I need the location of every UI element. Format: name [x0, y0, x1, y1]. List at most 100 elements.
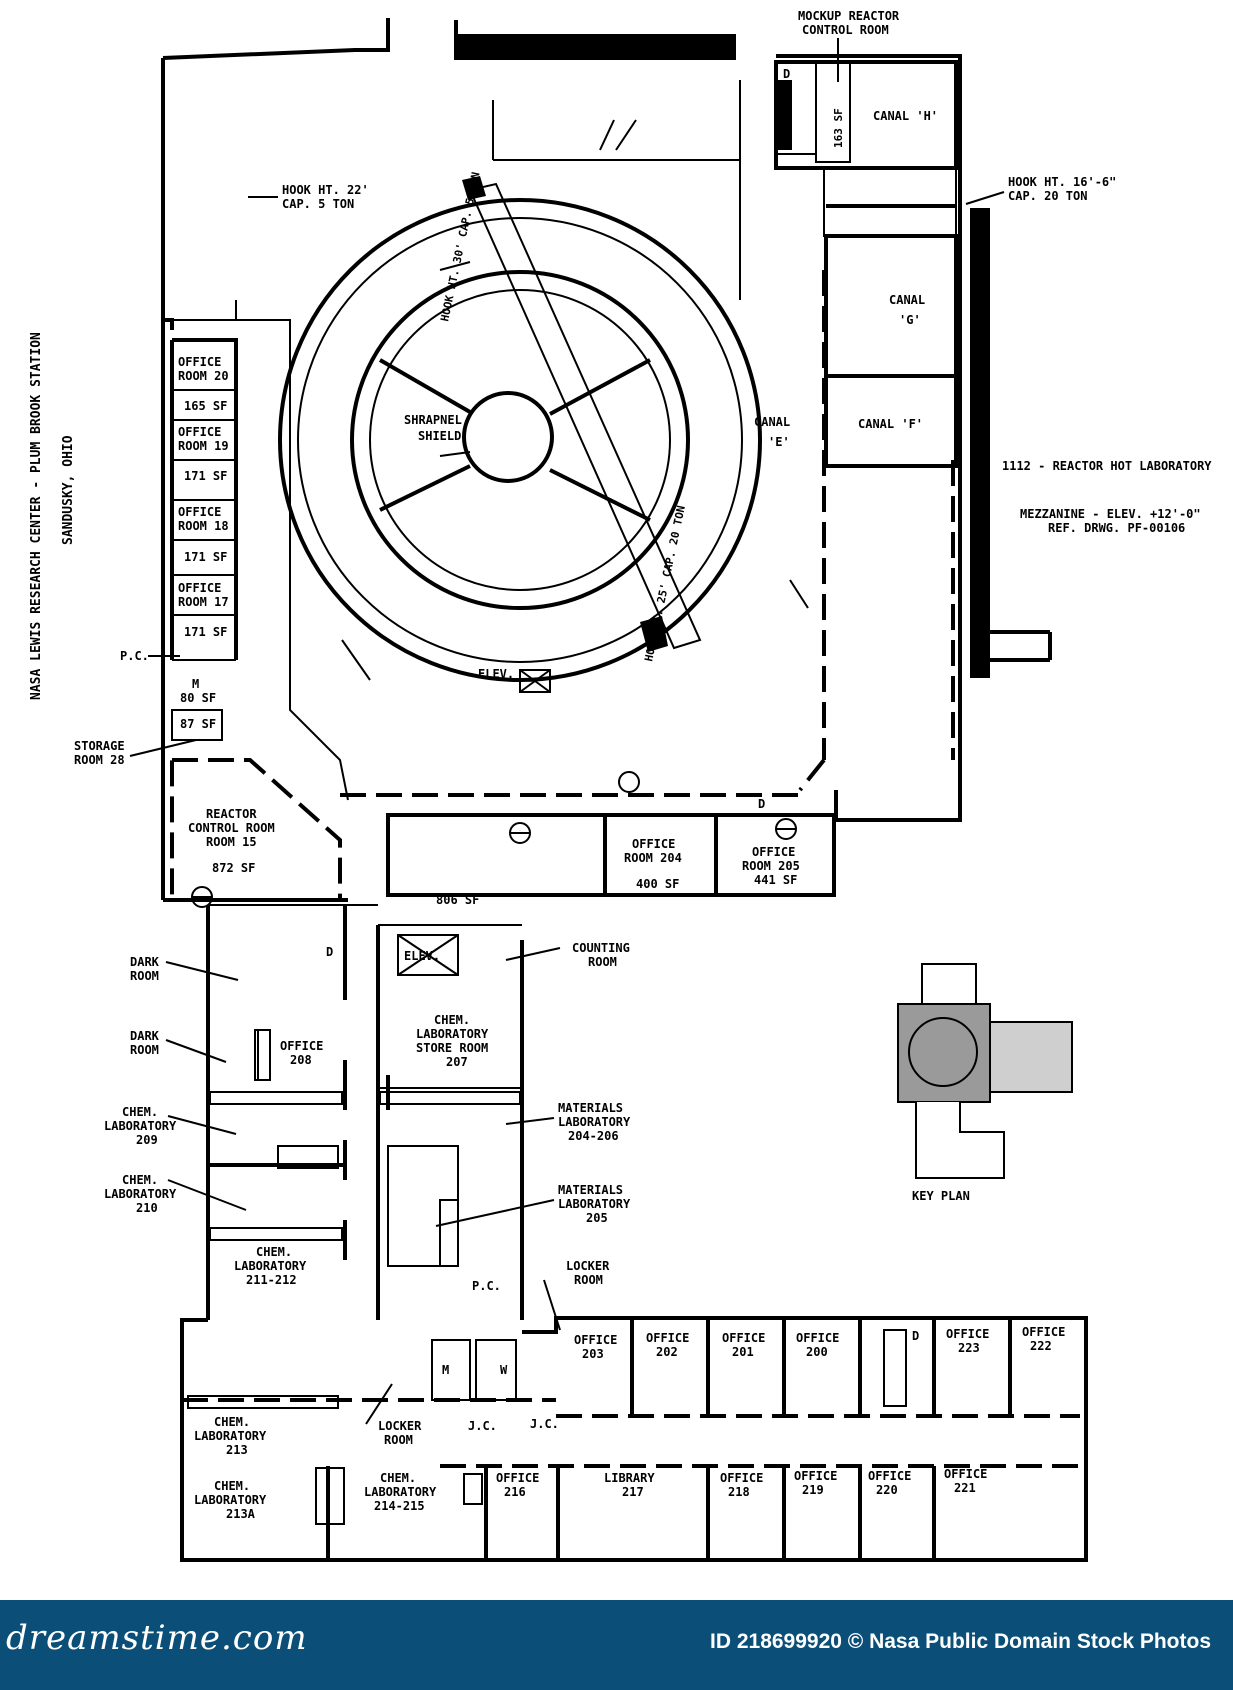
chem213-a: CHEM.: [214, 1415, 250, 1429]
office18-a: OFFICE: [178, 505, 221, 519]
storage-b: ROOM 28: [74, 753, 125, 767]
office221-a: OFFICE: [944, 1467, 987, 1481]
office205-sf: 441 SF: [754, 873, 797, 887]
elev2: ELEV.: [404, 949, 440, 963]
library-b: 217: [622, 1485, 644, 1499]
mockup-sf: 163 SF: [832, 108, 845, 148]
floor-plan: NASA LEWIS RESEARCH CENTER - PLUM BROOK …: [29, 9, 1212, 1562]
office18-b: ROOM 18: [178, 519, 229, 533]
chem213a-c: 213A: [226, 1507, 256, 1521]
side-title: NASA LEWIS RESEARCH CENTER - PLUM BROOK …: [29, 332, 76, 700]
footer-credit: ID 218699920 © Nasa Public Domain Stock …: [710, 1630, 1211, 1653]
dark1-a: DARK: [130, 955, 160, 969]
office17-a: OFFICE: [178, 581, 221, 595]
mat204-c: 204-206: [568, 1129, 619, 1143]
canal-h-label: CANAL 'H': [873, 109, 938, 123]
d1: D: [758, 797, 765, 811]
reactor-pool: HOOK HT. 30' CAP. 5 TON HOOK HT. 25' CAP…: [278, 119, 809, 693]
shrapnel-label-b: SHIELD: [418, 429, 461, 443]
mezz-a: MEZZANINE - ELEV. +12'-0": [1020, 507, 1201, 521]
mat205-a: MATERIALS: [558, 1183, 623, 1197]
d2: D: [783, 67, 790, 81]
office219-b: 219: [802, 1483, 824, 1497]
office205-a: OFFICE: [752, 845, 795, 859]
office19-a: OFFICE: [178, 425, 221, 439]
office20-a: OFFICE: [178, 355, 221, 369]
office19-b: ROOM 19: [178, 439, 229, 453]
dark1-b: ROOM: [130, 969, 159, 983]
west-offices: OFFICE ROOM 20 165 SF OFFICE ROOM 19 171…: [74, 338, 238, 767]
key-plan: KEY PLAN: [897, 963, 1073, 1203]
side-title-line1: NASA LEWIS RESEARCH CENTER - PLUM BROOK …: [29, 332, 44, 700]
pc2: P.C.: [472, 1279, 501, 1293]
mat204-a: MATERIALS: [558, 1101, 623, 1115]
office204-b: ROOM 204: [624, 851, 682, 865]
canal-g-label-a: CANAL: [889, 293, 925, 307]
chem214-c: 214-215: [374, 1499, 425, 1513]
office204-a: OFFICE: [632, 837, 675, 851]
office200-a: OFFICE: [796, 1331, 839, 1345]
sf806: 806 SF: [436, 893, 479, 907]
chem213-c: 213: [226, 1443, 248, 1457]
d4: D: [912, 1329, 919, 1343]
office203-a: OFFICE: [574, 1333, 617, 1347]
counting-b: ROOM: [588, 955, 617, 969]
mat205-b: LABORATORY: [558, 1197, 631, 1211]
office203-b: 203: [582, 1347, 604, 1361]
chem209-a: CHEM.: [122, 1105, 158, 1119]
chem209-c: 209: [136, 1133, 158, 1147]
chem213a-b: LABORATORY: [194, 1493, 267, 1507]
office219-a: OFFICE: [794, 1469, 837, 1483]
m2: M: [442, 1363, 449, 1377]
elevator-box: [519, 669, 551, 693]
d3: D: [326, 945, 333, 959]
hook-30-label: HOOK HT. 30' CAP. 5 TON: [438, 171, 482, 323]
office222-b: 222: [1030, 1339, 1052, 1353]
library-a: LIBRARY: [604, 1471, 655, 1485]
office223-a: OFFICE: [946, 1327, 989, 1341]
office205-b: ROOM 205: [742, 859, 800, 873]
locker1-b: ROOM: [574, 1273, 603, 1287]
footer-bar: dreamstime.com ID 218699920 © Nasa Publi…: [0, 1600, 1233, 1690]
reactor-control-room: REACTOR CONTROL ROOM ROOM 15 872 SF: [161, 320, 348, 908]
office222-a: OFFICE: [1022, 1325, 1065, 1339]
reactor-hall-octagon: [236, 319, 826, 801]
store-d: 207: [446, 1055, 468, 1069]
hook-22-a: HOOK HT. 22': [282, 183, 369, 197]
mockup-label-a: MOCKUP REACTOR: [798, 9, 900, 23]
locker2-a: LOCKER: [378, 1419, 422, 1433]
hook-16-b: CAP. 20 TON: [1008, 189, 1087, 203]
notes: HOOK HT. 22' CAP. 5 TON HOOK HT. 16'-6" …: [248, 175, 1212, 535]
east-hatch-band: [970, 208, 990, 678]
office200-b: 200: [806, 1345, 828, 1359]
office218-b: 218: [728, 1485, 750, 1499]
office221-b: 221: [954, 1481, 976, 1495]
footer-brand[interactable]: dreamstime.com: [6, 1618, 308, 1658]
central-offices: 806 SF OFFICE ROOM 204 400 SF OFFICE ROO…: [386, 67, 836, 907]
sf165: 165 SF: [184, 399, 227, 413]
dark2-a: DARK: [130, 1029, 160, 1043]
office220-b: 220: [876, 1483, 898, 1497]
sf80: 80 SF: [180, 691, 216, 705]
rcr-b: CONTROL ROOM: [188, 821, 275, 835]
mezz-b: REF. DRWG. PF-00106: [1048, 521, 1185, 535]
canal-f-label: CANAL 'F': [858, 417, 923, 431]
chem210-c: 210: [136, 1201, 158, 1215]
hook-22-b: CAP. 5 TON: [282, 197, 354, 211]
chem210-b: LABORATORY: [104, 1187, 177, 1201]
store-a: CHEM.: [434, 1013, 470, 1027]
office220-a: OFFICE: [868, 1469, 911, 1483]
counting-a: COUNTING: [572, 941, 630, 955]
chem211-b: LABORATORY: [234, 1259, 307, 1273]
mat204-b: LABORATORY: [558, 1115, 631, 1129]
w: W: [500, 1363, 508, 1377]
locker1-a: LOCKER: [566, 1259, 610, 1273]
m-label: M: [192, 677, 199, 691]
office218-a: OFFICE: [720, 1471, 763, 1485]
office208-b: 208: [290, 1053, 312, 1067]
side-title-line2: SANDUSKY, OHIO: [61, 435, 76, 545]
sf171a: 171 SF: [184, 469, 227, 483]
mockup-label-b: CONTROL ROOM: [802, 23, 889, 37]
office201-a: OFFICE: [722, 1331, 765, 1345]
dark2-b: ROOM: [130, 1043, 159, 1057]
